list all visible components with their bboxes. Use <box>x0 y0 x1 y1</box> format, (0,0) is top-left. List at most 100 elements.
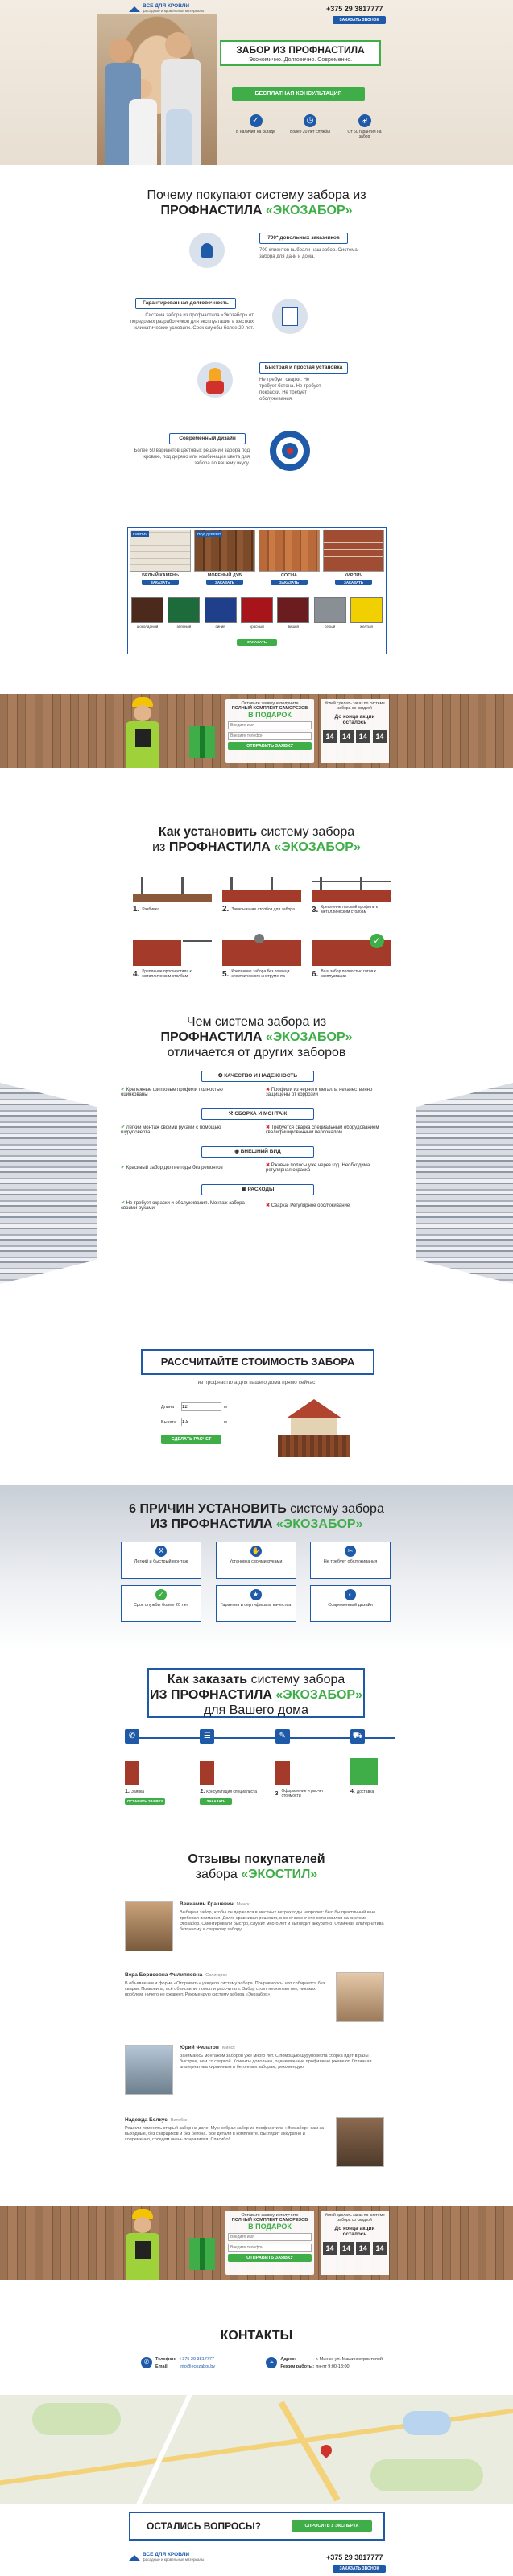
hero-subtitle: Экономично. Долговечно. Современно. <box>248 57 353 63</box>
review-city: Солигорск <box>205 1972 227 1978</box>
color-swatch[interactable]: синий <box>204 597 237 629</box>
compare-label-quality: ✪ КАЧЕСТВО И НАДЕЖНОСТЬ <box>201 1071 314 1082</box>
step-image <box>133 869 212 902</box>
review-city: Витебск <box>170 2117 188 2123</box>
compare-title: Чем система забора из ПРОФНАСТИЛА «ЭКОЗА… <box>160 1015 353 1059</box>
order-step-button[interactable]: ЗАКАЗАТЬ <box>200 1798 233 1805</box>
check-icon: ✔ <box>121 1125 126 1130</box>
worker-body <box>206 381 224 394</box>
colors-order-button[interactable]: ЗАКАЗАТЬ <box>237 639 277 646</box>
color-swatch[interactable]: серый <box>313 597 346 629</box>
color-swatch[interactable]: красный <box>240 597 273 629</box>
promo-timer: Успей сделать заказ по системе забора со… <box>321 2211 389 2275</box>
calculate-button[interactable]: СДЕЛАТЬ РАСЧЕТ <box>161 1435 221 1444</box>
profile-sheet-right <box>416 1083 513 1284</box>
header-phone[interactable]: +375 29 3817777 <box>326 5 383 13</box>
footer-logo[interactable]: ВСЕ ДЛЯ КРОВЛИ фасадные и кровельные мат… <box>129 2552 204 2562</box>
footer-callback-button[interactable]: ЗАКАЗАТЬ ЗВОНОК <box>333 2565 386 2573</box>
phone-input[interactable] <box>228 2244 312 2252</box>
check-icon: ✔ <box>121 1088 126 1092</box>
review-text: Решили поменять старый забор на даче. Му… <box>125 2126 325 2142</box>
color-swatch[interactable]: желтый <box>350 597 383 629</box>
order-button[interactable]: ЗАКАЗАТЬ <box>271 580 308 585</box>
leave-request-button[interactable]: ОСТАВИТЬ ЗАЯВКУ <box>125 1798 165 1805</box>
star-icon: ✪ <box>217 1073 225 1079</box>
callback-button[interactable]: ЗАКАЗАТЬ ЗВОНОК <box>333 16 386 24</box>
logo-roof-icon <box>129 2552 140 2562</box>
phone-icon: ✆ <box>125 1729 139 1744</box>
install-step: 5.Крепление забора без помощи электричес… <box>222 934 301 998</box>
length-input[interactable] <box>181 1402 221 1411</box>
order-timeline <box>125 1737 395 1739</box>
calc-title-box: РАССЧИТАЙТЕ СТОИМОСТЬ ЗАБОРА <box>141 1349 374 1375</box>
contact-email[interactable]: info@ecozabor.by <box>180 2364 216 2369</box>
order-button[interactable]: ЗАКАЗАТЬ <box>335 580 372 585</box>
promo-form: Оставьте заявку и получите ПОЛНЫЙ КОМПЛЕ… <box>225 2211 314 2275</box>
chat-icon: ☰ <box>200 1729 215 1744</box>
install-step: ✓ 6.Ваш забор полностью готов к эксплуат… <box>312 934 391 998</box>
step-image <box>222 934 301 966</box>
worker-head <box>209 368 221 381</box>
compare-label-assembly: ⚒ СБОРКА И МОНТАЖ <box>201 1108 314 1120</box>
map[interactable] <box>0 2395 513 2504</box>
logo-roof-icon <box>129 3 140 13</box>
color-swatch[interactable]: шоколадный <box>131 597 163 629</box>
thumbs-up-icon: ★ <box>250 1589 262 1600</box>
calc-form: Длинам Высотам СДЕЛАТЬ РАСЧЕТ <box>161 1402 242 1444</box>
why-item-1-text: 700 клиентов выбрали наш забор. Система … <box>259 248 358 259</box>
product-badge: ПОД ДЕРЕВО <box>196 531 223 537</box>
document-icon: ✎ <box>275 1729 290 1744</box>
product-card[interactable]: СОСНА ЗАКАЗАТЬ <box>259 530 320 590</box>
compare-bad: ✖ Требуется сварка специальным оборудова… <box>266 1125 379 1135</box>
order-button[interactable]: ЗАКАЗАТЬ <box>206 580 243 585</box>
clock-icon: ◷ <box>304 114 316 127</box>
name-input[interactable] <box>228 721 312 729</box>
map-marker-icon[interactable] <box>318 2442 334 2458</box>
product-card[interactable]: КИРПИЧ БЕЛЫЙ КАМЕНЬ ЗАКАЗАТЬ <box>130 530 191 590</box>
why-title: Почему покупают систему забора из ПРОФНА… <box>147 188 366 217</box>
reason-card: ◐Современный дизайн <box>310 1585 391 1622</box>
color-swatch[interactable]: зеленый <box>168 597 201 629</box>
phone-input[interactable] <box>228 732 312 740</box>
promo-timer: Успей сделать заказ по системе забора со… <box>321 699 389 763</box>
ask-expert-button[interactable]: СПРОСИТЬ У ЭКСПЕРТА <box>292 2520 372 2532</box>
compare-bad: ✖ Профили из черного металла некачествен… <box>266 1088 373 1097</box>
compare-bad: ✖ Ржавые полосы уже через год. Необходим… <box>266 1163 370 1173</box>
map-pin-icon: ⌖ <box>266 2357 278 2368</box>
order-button[interactable]: ЗАКАЗАТЬ <box>142 580 179 585</box>
avatar <box>336 1972 384 2022</box>
order-step: ⛟ 4.Доставка <box>350 1729 399 1805</box>
reviews-section: Отзывы покупателей забора «ЭКОСТИЛ» Вени… <box>0 1843 513 2198</box>
consult-button[interactable]: БЕСПЛАТНАЯ КОНСУЛЬТАЦИЯ <box>232 87 365 101</box>
reason-card: ✋Установка своими руками <box>215 1542 296 1579</box>
hammer-icon: ⚒ <box>155 1546 167 1557</box>
step-image <box>222 869 301 902</box>
timer-hours: 14 <box>339 730 354 743</box>
hero-family-photo <box>97 14 217 165</box>
header-logo[interactable]: ВСЕ ДЛЯ КРОВЛИ фасадные и кровельные мат… <box>129 3 204 13</box>
reason-card: ★Гарантия и сертификаты качества <box>215 1585 296 1622</box>
compare-bad: ✖ Сварка. Регулярное обслуживание <box>266 1203 350 1208</box>
contacts-info: ✆ Телефон:+375 29 3817777 Email:info@eco… <box>141 2357 383 2369</box>
step-image <box>312 869 391 902</box>
contact-phone[interactable]: +375 29 3817777 <box>180 2357 214 2362</box>
height-input[interactable] <box>181 1418 221 1426</box>
submit-button[interactable]: ОТПРАВИТЬ ЗАЯВКУ <box>228 742 312 750</box>
review-text: В объявлении и форме «Отправить» увидела… <box>125 1981 325 1997</box>
why-item-3-title: Быстрая и простая установка <box>259 362 348 374</box>
check-icon: ✔ <box>121 1201 126 1206</box>
product-card[interactable]: КИРПИЧ ЗАКАЗАТЬ <box>323 530 384 590</box>
reasons-grid: ⚒Легкий и быстрый монтаж ✋Установка свои… <box>121 1542 391 1622</box>
reviews-title: Отзывы покупателей забора «ЭКОСТИЛ» <box>188 1852 325 1881</box>
timer-days: 14 <box>323 2242 337 2255</box>
footer-phone[interactable]: +375 29 3817777 <box>326 2553 383 2562</box>
reasons-title: 6 ПРИЧИН УСТАНОВИТЬ систему забора ИЗ ПР… <box>129 1502 384 1531</box>
name-input[interactable] <box>228 2233 312 2241</box>
submit-button[interactable]: ОТПРАВИТЬ ЗАЯВКУ <box>228 2254 312 2262</box>
product-card[interactable]: ПОД ДЕРЕВО МОРЕНЫЙ ДУБ ЗАКАЗАТЬ <box>194 530 255 590</box>
review-city: Минск <box>236 1901 250 1907</box>
reason-card: ✂Не требует обслуживания <box>310 1542 391 1579</box>
gift-box-icon <box>189 726 215 758</box>
color-swatch[interactable]: вишня <box>277 597 310 629</box>
product-name: СОСНА <box>280 573 298 578</box>
